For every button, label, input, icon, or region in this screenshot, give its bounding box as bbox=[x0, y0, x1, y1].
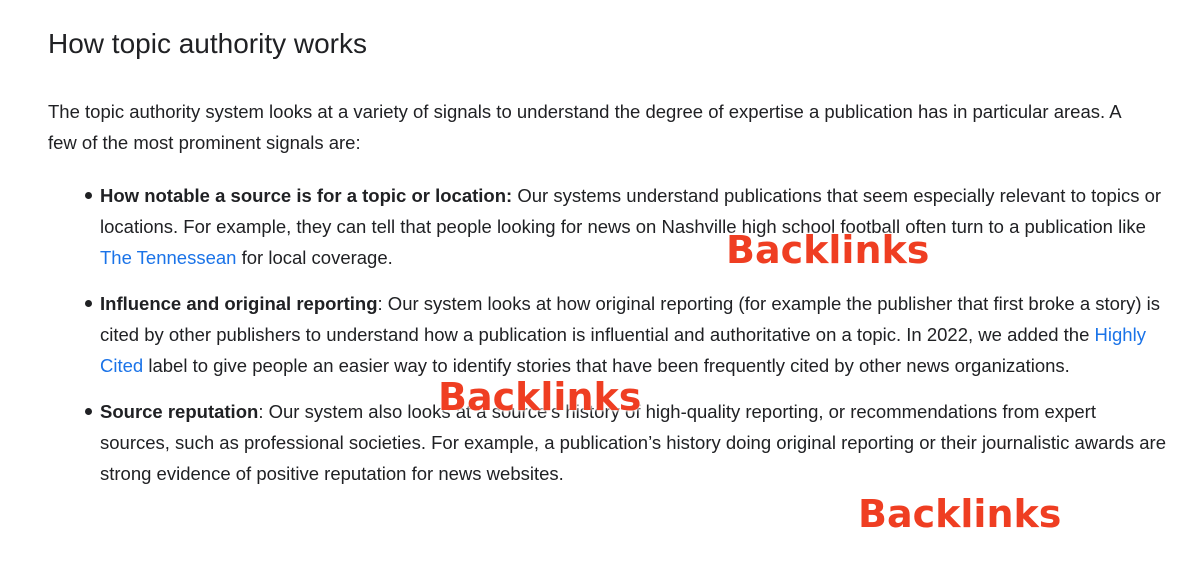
highly-cited-link[interactable]: Highly Cited bbox=[100, 324, 1146, 376]
signal-text: Our systems understand publications that… bbox=[100, 185, 1162, 237]
signal-term: Influence and original reporting bbox=[100, 293, 378, 314]
signal-text: : Our system looks at how original repor… bbox=[100, 293, 1160, 345]
signal-term: How notable a source is for a topic or l… bbox=[100, 185, 513, 206]
backlinks-annotation: Backlinks bbox=[858, 492, 1062, 536]
intro-paragraph: The topic authority system looks at a va… bbox=[48, 101, 1121, 153]
signal-text: label to give people an easier way to id… bbox=[143, 355, 1070, 376]
list-item-influence: Influence and original reporting: Our sy… bbox=[85, 288, 1170, 381]
signal-text: : Our system also looks at a source’s hi… bbox=[100, 401, 1166, 484]
signal-text: for local coverage. bbox=[236, 247, 393, 268]
signals-list: How notable a source is for a topic or l… bbox=[85, 180, 1170, 504]
list-item-reputation: Source reputation: Our system also looks… bbox=[85, 396, 1170, 489]
signal-term: Source reputation bbox=[100, 401, 259, 422]
tennessean-link[interactable]: The Tennessean bbox=[100, 247, 237, 268]
list-item-notability: How notable a source is for a topic or l… bbox=[85, 180, 1170, 273]
backlinks-annotation: Backlinks bbox=[726, 228, 930, 272]
backlinks-annotation: Backlinks bbox=[438, 375, 642, 419]
page-title: How topic authority works bbox=[48, 28, 368, 59]
